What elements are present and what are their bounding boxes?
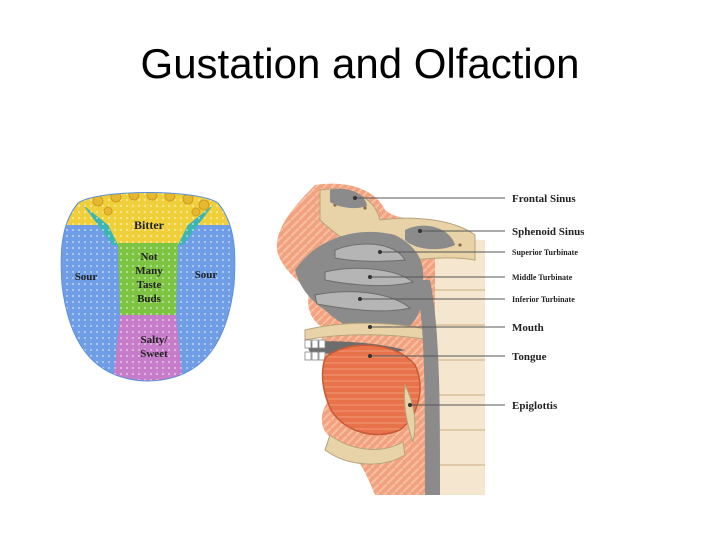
bitter-label: Bitter [134, 218, 165, 232]
sour-label-left: Sour [75, 271, 98, 283]
no-taste-label-line1: Not [140, 251, 157, 263]
nasal-cavity-cross-section [276, 183, 485, 495]
frontal-sinus [330, 188, 367, 209]
mandible [324, 434, 406, 465]
tongue [321, 344, 421, 436]
neck-spine [435, 240, 485, 495]
epiglottis [404, 383, 416, 444]
inferior-turbinate [314, 291, 412, 312]
slide-title: Gustation and Olfaction [140, 40, 580, 87]
no-taste-label-line3: Taste [137, 279, 162, 291]
no-taste-label-line2: Many [135, 265, 163, 277]
salty-sweet-label-line1: Salty/ [141, 334, 169, 346]
no-taste-label-line4: Buds [137, 293, 162, 305]
sour-label-right: Sour [195, 269, 218, 281]
salty-sweet-label-line2: Sweet [140, 348, 168, 360]
superior-turbinate [334, 243, 406, 262]
tongue-taste-map: Bitter Not Many Taste Buds Sour Sour Sal… [60, 192, 236, 382]
pharynx [415, 280, 440, 495]
